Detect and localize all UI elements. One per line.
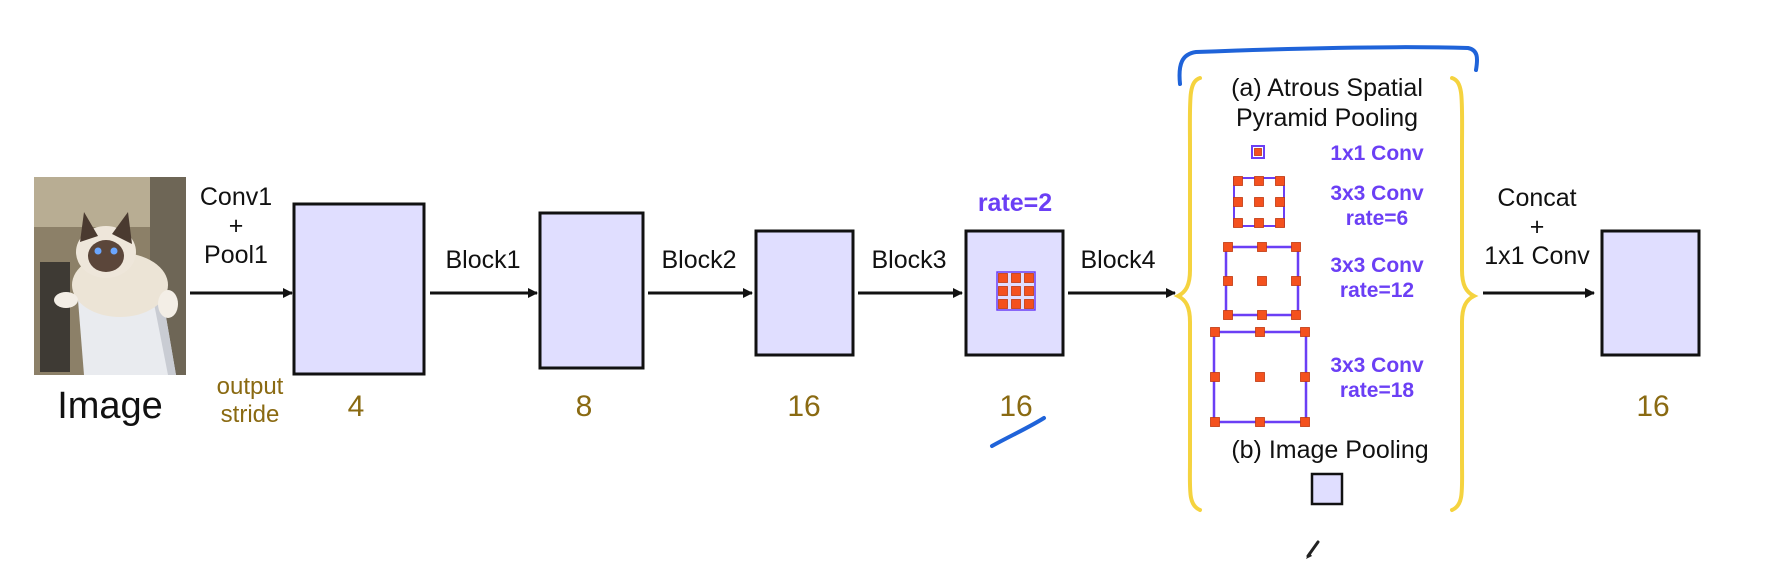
aspp-rate-18-kernel-dot <box>1210 327 1220 337</box>
image-pooling-label: (b) Image Pooling <box>1231 436 1428 464</box>
rate-label: rate=2 <box>978 189 1052 217</box>
right-brace <box>1450 76 1479 512</box>
rate-2-kernel-dot <box>998 273 1008 283</box>
rate-2-kernel-dot <box>1011 273 1021 283</box>
stride-value-16-output: 16 <box>1636 390 1669 423</box>
feature-map-stride-4 <box>292 202 426 376</box>
input-cat-image <box>34 177 186 375</box>
aspp-rate-12-kernel-dot <box>1223 276 1233 286</box>
aspp-rate-6-kernel-dot <box>1233 218 1243 228</box>
rate-2-kernel-dot <box>1011 299 1021 309</box>
aspp-rate-18-kernel-dot <box>1255 417 1265 427</box>
output-stride-label-line-1: output <box>217 373 284 400</box>
aspp-rate-6-kernel-dot <box>1275 197 1285 207</box>
aspp-branch-4-label-line-1: 3x3 Conv <box>1330 354 1424 377</box>
image-pooling-box <box>1310 472 1344 506</box>
aspp-rate-12-kernel-dot <box>1291 310 1301 320</box>
aspp-rate-18-kernel-dot <box>1300 327 1310 337</box>
rate-2-kernel <box>998 273 1034 309</box>
output-stride-label-line-2: stride <box>221 401 280 428</box>
aspp-rate-6-kernel-dot <box>1275 176 1285 186</box>
aspp-1x1-kernel <box>1254 148 1262 156</box>
concat-label-line-2: + <box>1530 213 1545 241</box>
aspp-rate-12-kernel-dot <box>1291 276 1301 286</box>
rate-2-kernel-dot <box>998 286 1008 296</box>
aspp-rate-6-kernel-dot <box>1254 218 1264 228</box>
image-label: Image <box>57 385 163 427</box>
stem-label-line-2: + <box>229 212 244 240</box>
aspp-rate-6-kernel <box>1233 176 1285 228</box>
block2-label: Block2 <box>661 246 736 274</box>
aspp-rate-18-kernel <box>1210 327 1310 427</box>
aspp-rate-12-kernel-dot <box>1291 242 1301 252</box>
output-feature-map <box>1600 229 1701 357</box>
feature-map-stride-16 <box>754 229 855 357</box>
stem-label-line-1: Conv1 <box>200 183 272 211</box>
block4-label: Block4 <box>1080 246 1155 274</box>
aspp-branch-1-label-line-1: 1x1 Conv <box>1330 142 1424 165</box>
left-brace <box>1173 76 1202 512</box>
stride-value-16-rate2: 16 <box>999 390 1032 423</box>
feature-map-stride-8 <box>538 211 645 370</box>
aspp-1x1-kernel-frame <box>1251 145 1265 159</box>
aspp-rate-12-kernel-dot <box>1223 242 1233 252</box>
aspp-rate-18-kernel-dot <box>1210 417 1220 427</box>
aspp-branch-2-label-line-2: rate=6 <box>1346 207 1408 230</box>
concat-label-line-1: Concat <box>1497 184 1576 212</box>
aspp-rate-12-kernel-dot <box>1257 242 1267 252</box>
stem-label-line-3: Pool1 <box>204 241 268 269</box>
bracket-annotation <box>1177 45 1479 86</box>
aspp-rate-18-kernel-dot <box>1210 372 1220 382</box>
rate-2-kernel-dot <box>1011 286 1021 296</box>
aspp-title-line-1: (a) Atrous Spatial <box>1231 74 1423 102</box>
aspp-rate-12-kernel-dot <box>1257 276 1267 286</box>
rate-2-kernel-dot <box>1024 299 1034 309</box>
underline-annotation <box>990 416 1046 448</box>
aspp-rate-6-kernel-dot <box>1254 176 1264 186</box>
stride-value-16: 16 <box>787 390 820 423</box>
pen-cursor-icon <box>1306 540 1320 559</box>
aspp-rate-6-kernel-dot <box>1233 176 1243 186</box>
stride-value-4: 4 <box>348 390 365 423</box>
aspp-1x1-kernel-dot <box>1254 148 1262 156</box>
aspp-rate-6-kernel-dot <box>1254 197 1264 207</box>
aspp-title-line-2: Pyramid Pooling <box>1236 104 1418 132</box>
aspp-branch-3-label-line-2: rate=12 <box>1340 279 1414 302</box>
aspp-rate-18-kernel-dot <box>1255 327 1265 337</box>
aspp-rate-18-kernel-dot <box>1300 372 1310 382</box>
aspp-rate-12-kernel-dot <box>1223 310 1233 320</box>
aspp-rate-18-kernel-dot <box>1300 417 1310 427</box>
aspp-rate-12-kernel <box>1223 242 1301 320</box>
block1-label: Block1 <box>445 246 520 274</box>
aspp-rate-12-kernel-dot <box>1257 310 1267 320</box>
concat-label-line-3: 1x1 Conv <box>1484 242 1590 270</box>
rate-2-kernel-dot <box>1024 273 1034 283</box>
block3-label: Block3 <box>871 246 946 274</box>
rate-2-kernel-frame <box>996 271 1036 311</box>
aspp-rate-6-kernel-dot <box>1275 218 1285 228</box>
aspp-branch-4-label-line-2: rate=18 <box>1340 379 1414 402</box>
stride-value-8: 8 <box>576 390 593 423</box>
aspp-branch-3-label-line-1: 3x3 Conv <box>1330 254 1424 277</box>
aspp-rate-6-kernel-dot <box>1233 197 1243 207</box>
aspp-rate-18-kernel-dot <box>1255 372 1265 382</box>
rate-2-kernel-dot <box>998 299 1008 309</box>
rate-2-kernel-dot <box>1024 286 1034 296</box>
aspp-branch-2-label-line-1: 3x3 Conv <box>1330 182 1424 205</box>
